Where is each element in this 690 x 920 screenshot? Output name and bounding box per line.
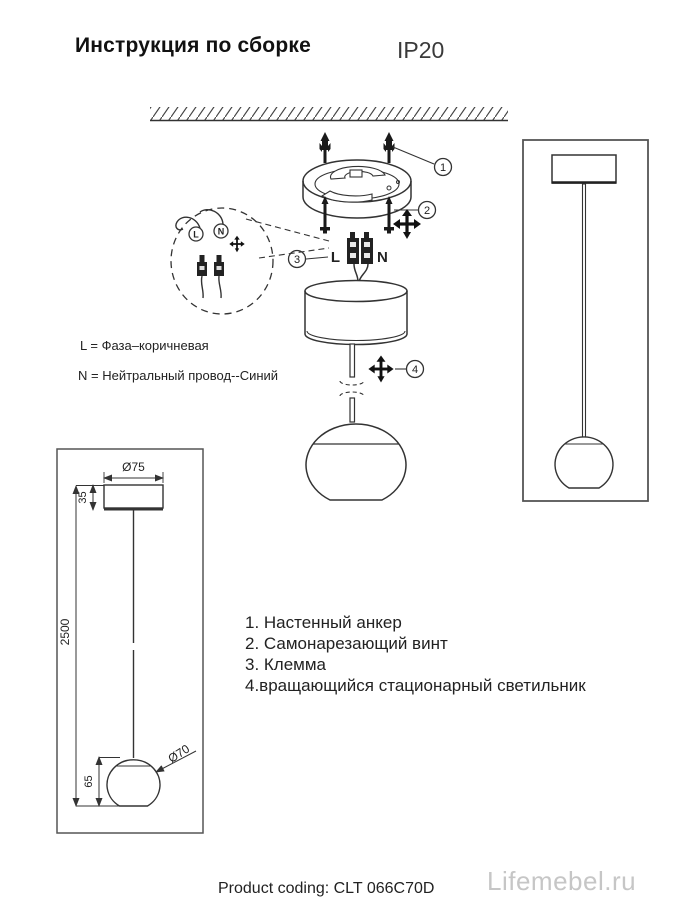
ip-rating: IP20 [397,37,445,63]
neutral-wire [199,208,224,225]
parts-list: 1. Настенный анкер 2. Самонарезающий вин… [245,612,586,696]
callout-4: 4 [395,359,425,379]
product-coding: Product coding: CLT 066C70D [218,880,435,897]
parts-list-item: 3. Клемма [245,655,327,674]
rotate-arrows-icon [368,355,394,383]
wire-lugs [197,255,224,299]
callout-2: 2 [394,200,437,220]
screw-icons [320,196,394,234]
dimension-drawing: Ø75 35 2500 65 Ø70 [56,448,204,834]
callout-4-number: 4 [412,364,418,376]
detail-l-label: L [193,230,199,240]
parts-list-item: 2. Самонарезающий винт [245,634,448,653]
wall-anchor-icons [319,132,395,163]
dim-canopy-diameter: Ø75 [122,460,145,474]
mounting-plate [302,159,412,219]
callout-2-number: 2 [424,205,430,217]
adjust-arrows-icon [393,209,421,239]
screw-icon [320,196,330,234]
dim-sphere-height: 65 [83,775,95,787]
parts-list-item: 1. Настенный анкер [245,613,402,632]
terminal-n-label: N [377,249,388,266]
ceiling-hatch [150,107,508,122]
dim-canopy-height: 35 [77,491,89,503]
assembled-view-panel [522,139,649,502]
parts-list-item: 4.вращающийся стационарный светильник [245,676,586,695]
callout-1-number: 1 [440,162,446,174]
phase-wire-legend: L = Фаза–коричневая [80,338,209,353]
canopy-cylinder [304,279,408,346]
page-title: Инструкция по сборке [75,34,311,57]
terminal-l-label: L [331,249,340,266]
terminal-block: L N [331,232,388,283]
callout-3-number: 3 [294,254,300,266]
screw-adjust-icon [229,235,245,253]
suspension-rod [339,343,365,423]
wiring-detail-circle: L N [170,207,330,315]
screw-icon [384,196,394,234]
callout-3: 3 [287,249,329,269]
wall-anchor-icon [319,132,331,163]
dim-overall-length: 2500 [58,618,72,645]
neutral-wire-legend: N = Нейтральный провод--Синий [78,368,279,383]
watermark: Lifemebel.ru [487,866,637,896]
detail-n-label: N [218,227,225,237]
pendant-sphere [305,423,407,501]
dim-sphere-diameter: Ø70 [165,741,192,765]
callout-1: 1 [392,146,453,177]
phase-wire [175,216,201,231]
